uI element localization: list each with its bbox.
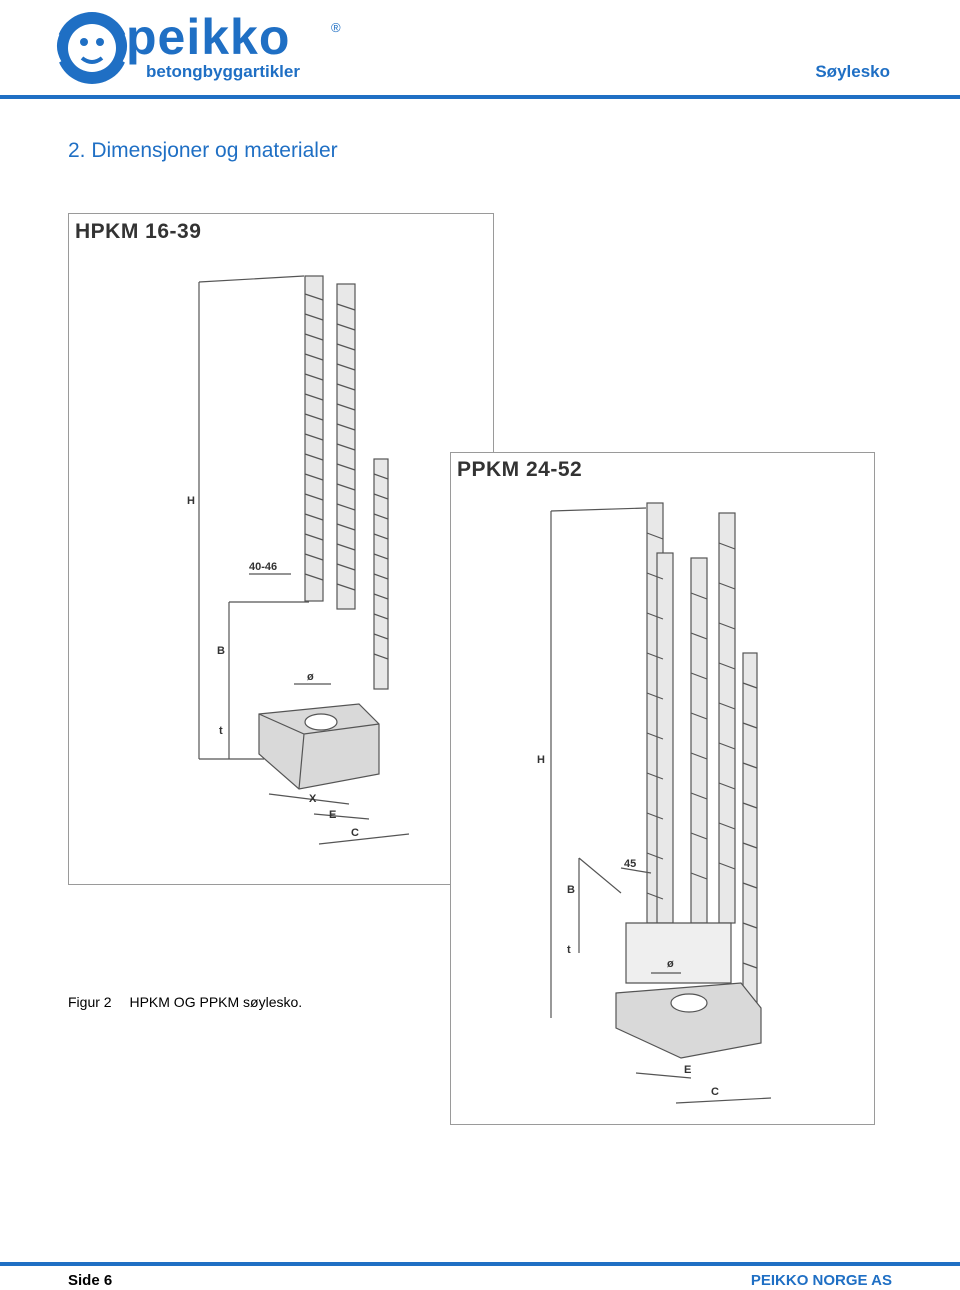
figure-ppkm: H 45 B t ø E C PPKM 24-52: [450, 452, 875, 1125]
dim-e-label: E: [329, 809, 336, 821]
ppkm-drawing: H 45 B t ø E C: [537, 502, 772, 1104]
document-title: Søylesko: [815, 62, 890, 81]
caption-text: HPKM OG PPKM søylesko.: [129, 994, 303, 1010]
hpkm-drawing: H 40-46 B ø t X E C: [187, 275, 410, 845]
dim-b-label: B: [567, 884, 575, 896]
figure-title-ppkm: PPKM 24-52: [457, 458, 583, 481]
lion-mascot-icon: [53, 12, 131, 84]
footer-divider: [0, 1262, 960, 1266]
dim-b-label: B: [217, 645, 225, 657]
dim-c-label: C: [711, 1086, 719, 1098]
registered-mark: ®: [331, 20, 341, 35]
peikko-logo: [52, 4, 352, 92]
dim-phi-label: ø: [667, 958, 674, 970]
company-name: PEIKKO NORGE AS: [750, 1272, 892, 1289]
page-header: peikko ® betongbyggartikler Søylesko: [0, 0, 960, 100]
page-number: Side 6: [68, 1272, 113, 1289]
figure-title-hpkm: HPKM 16-39: [75, 220, 202, 243]
dim-h-label: H: [187, 495, 195, 507]
header-divider: [0, 95, 960, 99]
dim-offset-label: 40-46: [249, 561, 277, 573]
dim-e-label: E: [684, 1064, 691, 1076]
caption-label: Figur 2: [68, 994, 112, 1010]
dim-angle-label: 45: [624, 858, 636, 870]
dim-c-label: C: [351, 827, 359, 839]
dim-phi-label: ø: [307, 671, 314, 683]
brand-name: peikko: [126, 9, 291, 65]
dim-t-label: t: [219, 725, 223, 737]
section-title: 2. Dimensjoner og materialer: [68, 139, 338, 162]
figure-caption: Figur 2 HPKM OG PPKM søylesko.: [68, 994, 302, 1010]
dim-x-label: X: [309, 793, 317, 805]
figure-hpkm: H 40-46 B ø t X E C HPKM 16-39: [68, 213, 494, 885]
dim-t-label: t: [567, 944, 571, 956]
dim-h-label: H: [537, 754, 545, 766]
brand-tagline: betongbyggartikler: [146, 62, 300, 81]
